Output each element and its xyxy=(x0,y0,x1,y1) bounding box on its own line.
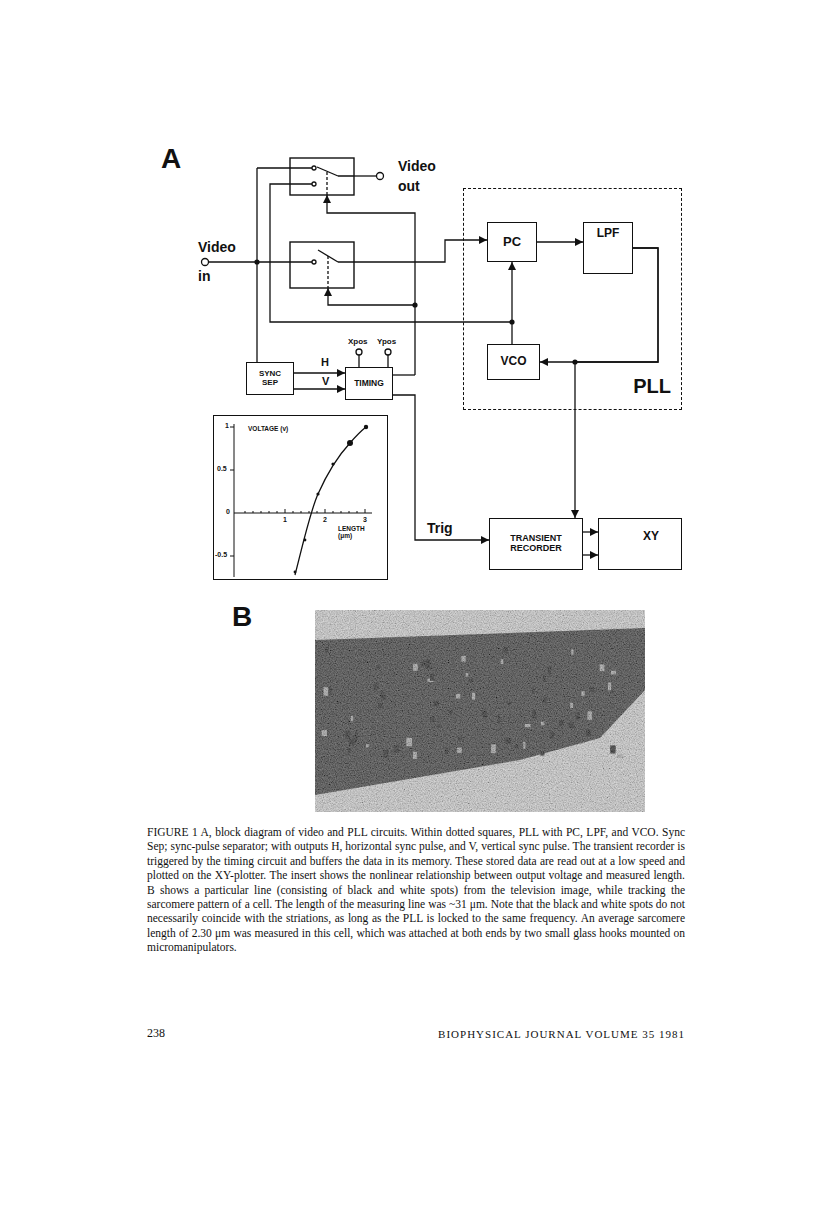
switch-contact xyxy=(290,166,354,288)
panel-letter: B xyxy=(232,601,252,633)
calibration-curve xyxy=(234,424,372,577)
edge-label: Trig xyxy=(426,521,454,536)
box-label: LENGTH (μm) xyxy=(338,525,378,539)
calibration-curve xyxy=(304,539,307,542)
tick-label: 0 xyxy=(226,508,230,516)
switch-contact xyxy=(290,261,354,262)
connector-arrow xyxy=(511,262,512,344)
tick-label: 1 xyxy=(283,516,287,524)
signal-wire xyxy=(354,175,376,176)
tick-label: 1 xyxy=(225,422,229,430)
box-label: XY xyxy=(643,530,659,543)
panel-letter: A xyxy=(161,143,181,175)
signal-wire xyxy=(393,374,415,375)
signal-wire xyxy=(257,168,290,362)
micrograph xyxy=(315,610,645,812)
input-label: Xpos xyxy=(348,337,368,346)
inset-chart-frame: VOLTAGE (v) LENGTH (μm) xyxy=(213,415,388,580)
switch-contact xyxy=(327,256,328,288)
calibration-curve xyxy=(364,425,368,429)
sync-separator-box: SYNC SEP xyxy=(246,362,294,395)
calibration-curve xyxy=(294,425,369,574)
terminal xyxy=(385,349,391,355)
terminal xyxy=(356,349,362,355)
signal-wire xyxy=(270,184,512,322)
switch-contact xyxy=(312,182,316,186)
switch-box xyxy=(290,242,354,288)
connector-arrow xyxy=(537,241,583,242)
signal-wire xyxy=(327,195,415,375)
tick-label: -0.5 xyxy=(215,551,227,559)
terminal xyxy=(377,173,384,180)
connector-arrow xyxy=(583,531,598,532)
calibration-curve xyxy=(230,424,372,577)
box-label: SYNC SEP xyxy=(255,370,285,388)
switch-box xyxy=(290,158,354,288)
xy-plotter-box: XY xyxy=(598,518,682,570)
calibration-curve xyxy=(295,427,366,575)
switch-contact xyxy=(312,260,316,264)
low-pass-filter-box: LPF xyxy=(583,222,633,274)
calibration-curve xyxy=(294,571,297,574)
connector-arrow xyxy=(294,388,345,389)
signal-wire xyxy=(359,355,388,367)
calibration-curve xyxy=(347,440,353,446)
input-label: Ypos xyxy=(377,337,396,346)
box-label: PC xyxy=(503,235,521,249)
vco-box: VCO xyxy=(487,344,540,380)
terminal-label: Video in xyxy=(198,233,248,291)
box-label: PLL xyxy=(633,375,671,397)
tick-label: 3 xyxy=(363,516,367,524)
phase-comparator-box: PC xyxy=(487,222,537,262)
transient-recorder-box: TRANSIENT RECORDER xyxy=(489,518,583,570)
switch-box xyxy=(290,158,354,195)
switch-contact xyxy=(326,172,327,195)
junction-dot xyxy=(412,302,417,307)
calibration-curve xyxy=(331,462,334,465)
micrograph xyxy=(315,610,645,812)
signal-wire xyxy=(209,261,290,262)
connector-arrow xyxy=(393,395,489,540)
box-label: TRANSIENT RECORDER xyxy=(503,534,569,554)
tick-label: 2 xyxy=(323,516,327,524)
micrograph xyxy=(315,610,645,812)
connector-arrow xyxy=(294,372,345,373)
signal-wire xyxy=(209,168,512,375)
box-label: LPF xyxy=(597,227,620,240)
switch-contact xyxy=(312,166,316,170)
terminal-label: Video out xyxy=(398,156,450,196)
edge-label: V xyxy=(321,375,330,387)
pll-group: PLL PC LPF VCO xyxy=(463,188,682,410)
tick-label: 0.5 xyxy=(217,465,227,473)
box-label: TIMING xyxy=(354,379,384,388)
journal-footer: BIOPHYSICAL JOURNAL VOLUME 35 1981 xyxy=(380,1028,685,1041)
calibration-curve xyxy=(316,492,319,495)
terminal xyxy=(202,173,392,356)
page-number: 238 xyxy=(147,1027,165,1041)
signal-wire xyxy=(354,240,487,262)
switch-contact xyxy=(290,168,354,184)
timing-box: TIMING xyxy=(345,367,393,400)
box-label: VCO xyxy=(500,355,526,368)
terminal xyxy=(202,259,209,266)
edge-label: H xyxy=(320,356,330,368)
connector-arrow xyxy=(583,554,598,555)
figure-caption: FIGURE 1 A, block diagram of video and P… xyxy=(147,825,685,955)
signal-wire xyxy=(328,288,415,305)
box-label: VOLTAGE (v) xyxy=(248,425,288,432)
junction-dot xyxy=(254,259,259,264)
